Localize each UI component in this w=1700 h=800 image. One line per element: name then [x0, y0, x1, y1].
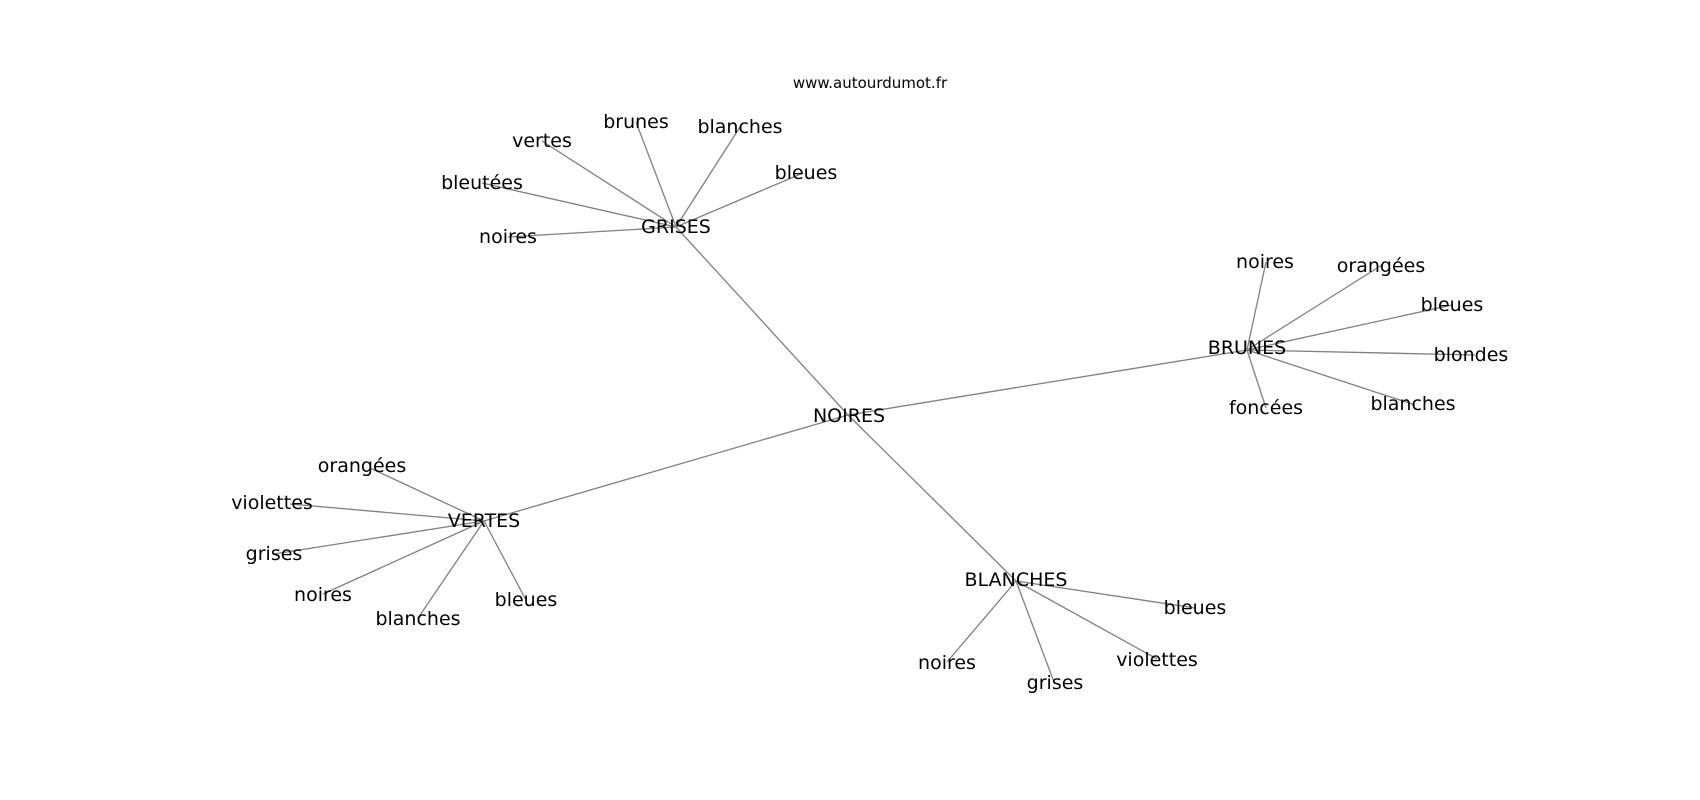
edge-vertes-grises	[273, 520, 485, 555]
edge-vertes-violettes	[289, 503, 485, 522]
node-word: noires	[294, 584, 352, 606]
edge-brunes-blanches	[1246, 349, 1416, 406]
edge-grises-vertes	[541, 140, 677, 228]
edge-noires-grises	[675, 226, 849, 416]
node-hub-brunes: BRUNES	[1208, 337, 1286, 359]
node-word: foncées	[1229, 397, 1303, 419]
source-url: www.autourdumot.fr	[793, 74, 948, 92]
edge-grises-noires	[507, 226, 677, 238]
node-word: blanches	[697, 116, 782, 138]
node-word: noires	[1236, 251, 1294, 273]
edge-blanches-noires	[946, 580, 1017, 663]
edge-vertes-orangees	[369, 467, 485, 522]
node-word: noires	[918, 652, 976, 674]
edge-noires-vertes	[483, 414, 849, 522]
edge-grises-blanches	[675, 126, 741, 228]
node-word: vertes	[512, 130, 572, 152]
node-word: bleues	[775, 162, 838, 184]
edges-layer	[273, 121, 1476, 683]
edge-blanches-bleues	[1015, 580, 1196, 609]
node-word: bleutées	[441, 172, 523, 194]
edge-brunes-noires	[1246, 261, 1267, 351]
labels-layer: NOIRES GRISES brunes blanches vertes ble…	[231, 111, 1508, 694]
node-word: grises	[246, 543, 303, 565]
node-word: blanches	[1370, 393, 1455, 415]
node-hub-vertes: VERTES	[448, 510, 521, 532]
edge-grises-bleues	[675, 172, 804, 228]
edge-brunes-bleues	[1246, 304, 1453, 351]
node-hub-grises: GRISES	[641, 216, 711, 238]
edge-blanches-grises	[1015, 580, 1055, 683]
node-word: blanches	[375, 608, 460, 630]
edge-vertes-noires	[322, 520, 485, 595]
node-word: bleues	[495, 589, 558, 611]
node-center: NOIRES	[813, 405, 885, 427]
node-word: noires	[479, 226, 537, 248]
node-word: violettes	[1116, 649, 1198, 671]
node-word: orangées	[1337, 255, 1425, 277]
edge-grises-brunes	[635, 121, 677, 228]
edge-brunes-blondes	[1246, 349, 1476, 356]
node-word: bleues	[1164, 597, 1227, 619]
edge-brunes-orangees	[1246, 264, 1383, 351]
edge-vertes-blanches	[417, 520, 485, 619]
node-word: orangées	[318, 455, 406, 477]
edge-vertes-bleues	[483, 520, 527, 601]
node-hub-blanches: BLANCHES	[965, 569, 1068, 591]
edge-noires-blanches	[847, 414, 1017, 582]
node-word: bleues	[1421, 294, 1484, 316]
node-word: grises	[1027, 672, 1084, 694]
node-word: violettes	[231, 492, 313, 514]
node-word: brunes	[603, 111, 669, 133]
edge-grises-bleutees	[481, 182, 677, 228]
edge-blanches-violettes	[1015, 580, 1158, 660]
edge-noires-brunes	[847, 349, 1248, 416]
edge-brunes-foncees	[1246, 349, 1267, 409]
node-word: blondes	[1434, 344, 1509, 366]
